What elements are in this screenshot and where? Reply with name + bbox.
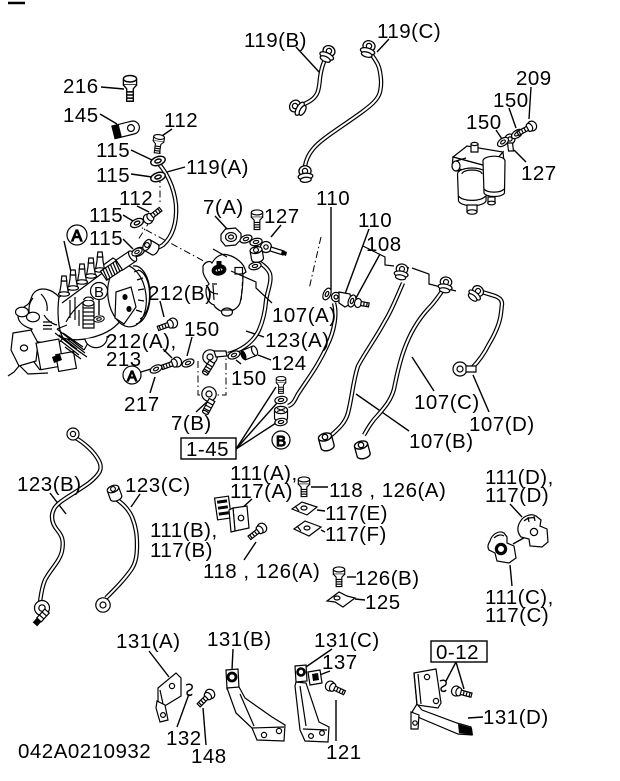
svg-text:131(D): 131(D) xyxy=(483,706,549,729)
svg-text:150: 150 xyxy=(184,318,220,341)
svg-text:126(B): 126(B) xyxy=(355,567,420,590)
svg-text:107(D): 107(D) xyxy=(469,413,535,436)
svg-text:217: 217 xyxy=(124,393,160,416)
svg-text:A: A xyxy=(127,368,138,385)
svg-text:B: B xyxy=(94,284,105,301)
svg-text:212(A),: 212(A), xyxy=(106,330,177,353)
svg-text:111(A),: 111(A), xyxy=(230,462,298,485)
svg-text:127: 127 xyxy=(264,205,300,228)
svg-text:117(A): 117(A) xyxy=(230,480,293,503)
svg-text:121: 121 xyxy=(326,741,362,764)
svg-text:7(B): 7(B) xyxy=(171,412,212,435)
svg-text:111(B),: 111(B), xyxy=(150,519,218,542)
svg-text:115: 115 xyxy=(89,227,123,250)
svg-text:150: 150 xyxy=(466,111,502,134)
svg-text:115: 115 xyxy=(96,164,130,187)
svg-text:119(A): 119(A) xyxy=(186,156,249,179)
svg-text:1-45: 1-45 xyxy=(186,438,229,461)
svg-text:111(D),: 111(D), xyxy=(485,466,554,489)
svg-text:148: 148 xyxy=(191,745,227,768)
svg-text:107(C): 107(C) xyxy=(414,391,480,414)
svg-text:131(A): 131(A) xyxy=(116,630,181,653)
svg-text:110: 110 xyxy=(316,187,350,210)
svg-text:212(B): 212(B) xyxy=(148,282,213,305)
svg-text:107(A): 107(A) xyxy=(272,304,337,327)
svg-text:117(C): 117(C) xyxy=(485,604,549,627)
svg-text:150: 150 xyxy=(493,89,529,112)
svg-text:216: 216 xyxy=(63,75,99,98)
svg-text:131(B): 131(B) xyxy=(207,628,272,651)
svg-text:117(D): 117(D) xyxy=(485,484,549,507)
svg-text:112: 112 xyxy=(164,109,198,132)
svg-text:124: 124 xyxy=(271,352,307,375)
svg-text:0-12: 0-12 xyxy=(436,641,479,664)
svg-text:117(F): 117(F) xyxy=(325,523,387,546)
svg-text:123(C): 123(C) xyxy=(125,474,191,497)
svg-text:123(B): 123(B) xyxy=(17,473,82,496)
svg-text:213: 213 xyxy=(106,348,142,371)
svg-text:7(A): 7(A) xyxy=(203,196,244,219)
svg-text:107(B): 107(B) xyxy=(409,430,474,453)
svg-text:123(A): 123(A) xyxy=(265,329,330,352)
svg-text:110: 110 xyxy=(358,209,392,232)
svg-text:B: B xyxy=(276,433,287,450)
svg-text:131(C): 131(C) xyxy=(314,629,380,652)
svg-text:117(B): 117(B) xyxy=(150,539,213,562)
svg-text:132: 132 xyxy=(166,727,202,750)
svg-text:112: 112 xyxy=(119,187,153,210)
svg-text:145: 145 xyxy=(63,104,99,127)
svg-text:125: 125 xyxy=(365,591,401,614)
svg-text:A: A xyxy=(72,228,83,245)
svg-text:118 , 126(A): 118 , 126(A) xyxy=(329,479,446,502)
svg-text:137: 137 xyxy=(322,651,358,674)
svg-text:127: 127 xyxy=(521,162,557,185)
svg-text:117(E): 117(E) xyxy=(325,502,388,525)
svg-text:115: 115 xyxy=(89,204,123,227)
svg-text:209: 209 xyxy=(516,67,552,90)
svg-text:111(C),: 111(C), xyxy=(485,586,554,609)
svg-text:119(B): 119(B) xyxy=(244,29,307,52)
svg-text:042A0210932: 042A0210932 xyxy=(18,740,151,763)
svg-text:150: 150 xyxy=(231,367,267,390)
svg-text:118 , 126(A): 118 , 126(A) xyxy=(203,560,320,583)
svg-text:119(C): 119(C) xyxy=(377,20,441,43)
svg-text:115: 115 xyxy=(96,139,130,162)
svg-text:108: 108 xyxy=(366,233,402,256)
